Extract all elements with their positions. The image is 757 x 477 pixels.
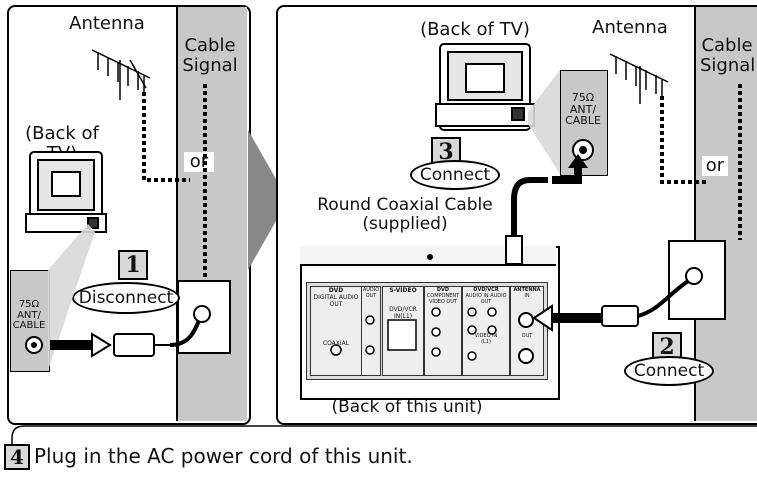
- right-antenna-cable: [660, 96, 706, 184]
- right-wall-cable: [637, 278, 692, 318]
- digital-audio-out-label: DIGITAL AUDIO OUT: [313, 294, 359, 308]
- dvd-audio-section: DVD DIGITAL AUDIO OUT COAXIAL: [310, 286, 362, 376]
- left-antenna-label: Antenna: [69, 13, 145, 34]
- left-antenna-icon: [91, 49, 151, 100]
- left-coax-plug-icon: [113, 333, 170, 357]
- audio-out-section: AUDIO OUT: [361, 286, 381, 376]
- audio-out-label: AUDIO OUT: [362, 287, 380, 299]
- left-port-label: 75Ω ANT/ CABLE: [12, 299, 46, 331]
- left-cable-signal-label: Cable Signal: [182, 35, 238, 76]
- dvd-vcr-label: DVD/VCR: [389, 306, 417, 313]
- antenna-in-label: IN: [524, 293, 530, 299]
- step-4-number: 4: [4, 444, 30, 470]
- audio-in-label: AUDIO IN: [465, 293, 489, 299]
- audio-out-right-label: AUDIO OUT: [480, 293, 507, 305]
- coaxial-cable-label: Round Coaxial Cable (supplied): [317, 195, 493, 234]
- coaxial-label: COAXIAL: [322, 340, 350, 347]
- component-video-out-label: COMPONENT VIDEO OUT: [426, 293, 460, 305]
- right-antenna-label: Antenna: [592, 17, 668, 38]
- step-2-connect-oval: Connect: [624, 356, 714, 386]
- step-1-disconnect-oval: Disconnect: [72, 282, 180, 314]
- left-tv-icon: [25, 151, 107, 233]
- right-cable-signal-label: Cable Signal: [700, 35, 756, 76]
- step-3-number: 3: [431, 137, 461, 167]
- antenna-out-label: OUT: [521, 333, 533, 339]
- right-tv-icon: [435, 43, 535, 131]
- l1-label: (L1): [481, 339, 491, 345]
- right-back-of-tv-label: (Back of TV): [420, 19, 530, 40]
- coax-cable-to-tv: [511, 177, 548, 236]
- footer-bracket: [11, 425, 757, 462]
- right-or-label: or: [702, 156, 728, 176]
- dvd-vcr-right-label: DVD/VCR: [473, 287, 499, 293]
- unit-label: (Back of this unit): [331, 397, 483, 417]
- footer-instruction: Plug in the AC power cord of this unit.: [34, 444, 413, 468]
- left-zoom-beam: [48, 224, 95, 370]
- in-l1-label: IN(L1): [393, 313, 413, 320]
- left-antenna-cable: [142, 92, 190, 182]
- s-video-label: S-VIDEO: [389, 287, 417, 294]
- audio-in-out-labels: AUDIO IN AUDIO OUT: [463, 293, 509, 305]
- video-in-label: VIDEO IN: [474, 333, 498, 339]
- step-2-number: 2: [652, 332, 682, 362]
- right-coax-plug-icon: [601, 305, 639, 327]
- right-tv-port-label: 75Ω ANT/ CABLE: [565, 91, 601, 128]
- right-antenna-icon: [609, 53, 669, 104]
- right-wall: [694, 7, 757, 421]
- antenna-port-label: ANTENNA: [513, 287, 541, 293]
- step3-arrow-icon: [552, 166, 582, 184]
- dvd-left-label: DVD: [328, 287, 344, 294]
- right-zoom-beam: [528, 70, 560, 174]
- step-3-connect-oval: Connect: [410, 160, 500, 190]
- component-section: DVD COMPONENT VIDEO OUT: [424, 286, 462, 376]
- step-1-number: 1: [118, 250, 148, 280]
- dvd-mid-label: DVD: [436, 287, 450, 293]
- left-coax-cable: [169, 317, 202, 347]
